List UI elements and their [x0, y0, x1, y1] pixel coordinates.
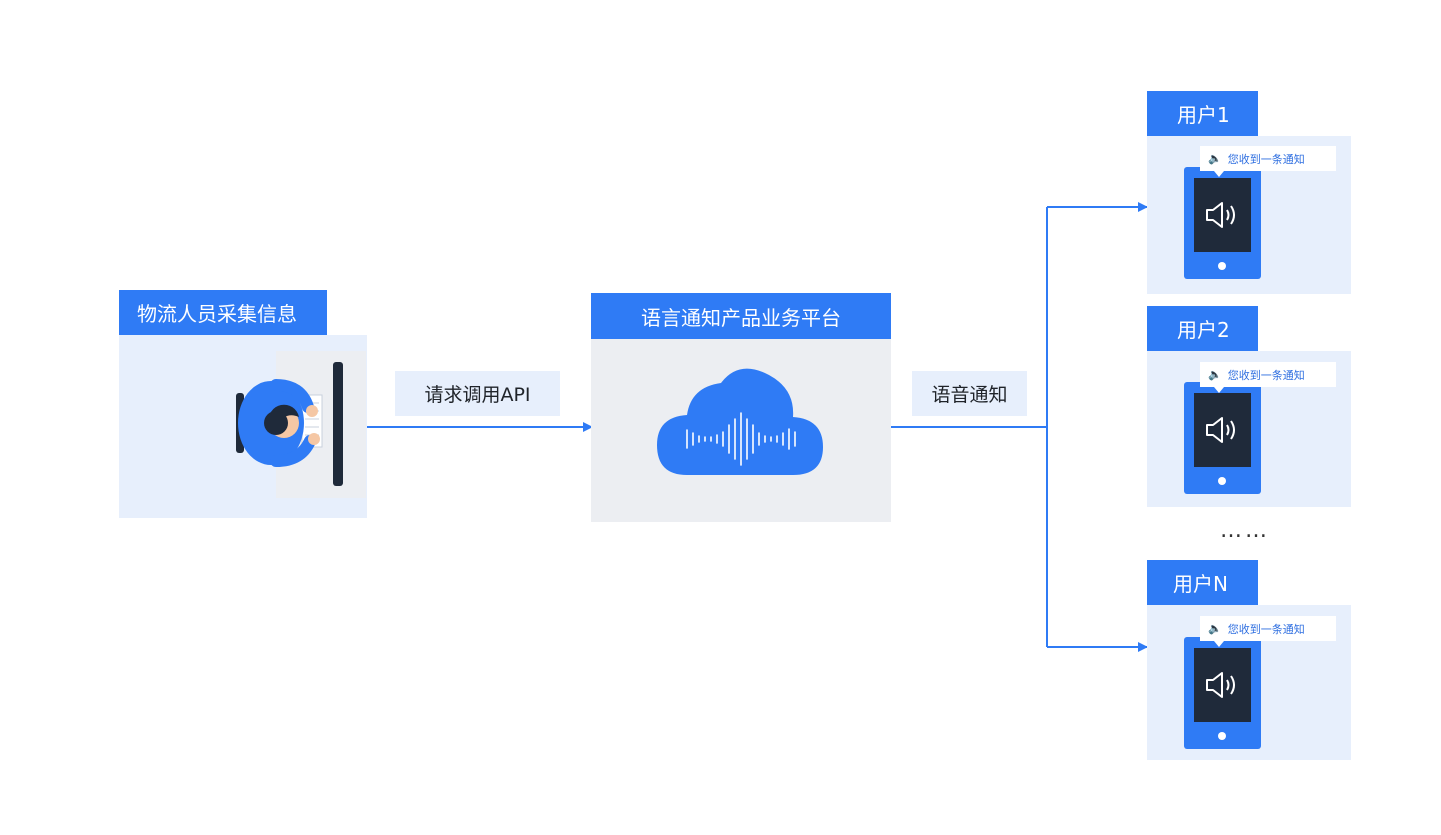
- phone-home-button: [1218, 262, 1226, 270]
- user-title: 用户1: [1147, 91, 1258, 136]
- speaker-icon: [1206, 672, 1235, 698]
- more-users-ellipsis: ……: [1220, 518, 1270, 543]
- user-title: 用户N: [1147, 560, 1258, 605]
- phone-home-button: [1218, 732, 1226, 740]
- source-title: 物流人员采集信息: [119, 290, 327, 335]
- notification-bubble: 🔈 您收到一条通知: [1200, 616, 1336, 647]
- notification-bubble: 🔈 您收到一条通知: [1200, 146, 1336, 177]
- phone-icon: [1184, 637, 1261, 749]
- voice-notification-label: 语音通知: [912, 371, 1027, 416]
- speaker-icon: [1206, 417, 1235, 443]
- notification-bubble: 🔈 您收到一条通知: [1200, 362, 1336, 393]
- small-speaker-icon: 🔈: [1208, 622, 1222, 635]
- notification-text: 您收到一条通知: [1227, 152, 1305, 166]
- phone-home-button: [1218, 477, 1226, 485]
- small-speaker-icon: 🔈: [1208, 368, 1222, 381]
- user-title: 用户2: [1147, 306, 1258, 351]
- request-api-label: 请求调用API: [395, 371, 560, 416]
- small-speaker-icon: 🔈: [1208, 152, 1222, 165]
- voice-cloud-icon: [657, 368, 823, 475]
- phone-icon: [1184, 382, 1261, 494]
- phone-icon: [1184, 167, 1261, 279]
- speaker-icon: [1206, 202, 1235, 228]
- notification-text: 您收到一条通知: [1227, 622, 1305, 636]
- notification-text: 您收到一条通知: [1227, 368, 1305, 382]
- platform-title: 语言通知产品业务平台: [591, 293, 891, 339]
- worker-at-computer-icon: [236, 362, 343, 486]
